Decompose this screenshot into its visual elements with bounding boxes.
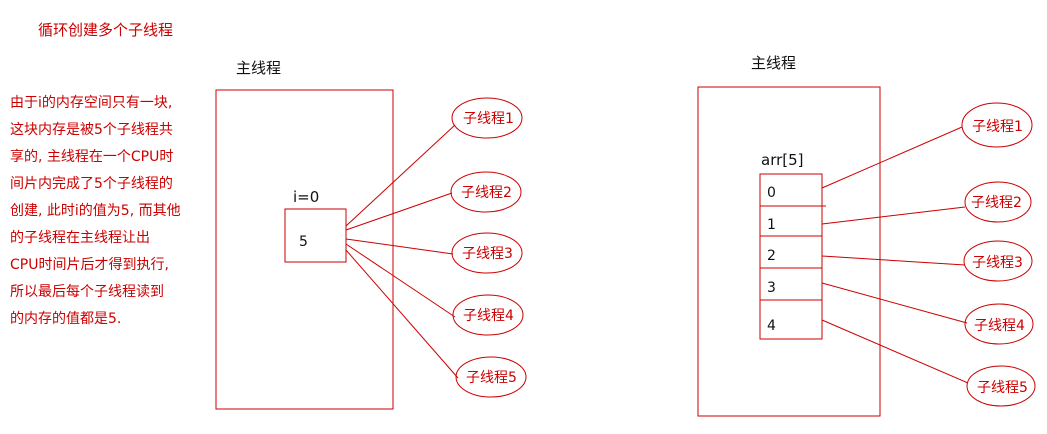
arrow-line xyxy=(345,249,459,379)
child-thread-label: 子线程2 xyxy=(461,185,512,201)
child-thread-label: 子线程5 xyxy=(977,380,1028,396)
child-thread-label: 子线程2 xyxy=(971,195,1022,211)
explanation-line: 这块内存是被5个子线程共 xyxy=(10,121,173,138)
arrow-line xyxy=(345,243,456,318)
array-cell-value: 4 xyxy=(767,318,776,334)
child-thread-label: 子线程1 xyxy=(463,111,514,127)
main-thread-box xyxy=(697,86,881,417)
array-cell-value: 2 xyxy=(767,248,776,264)
child-thread-ellipse xyxy=(963,240,1033,282)
explanation-line: 的内存的值都是5. xyxy=(10,311,121,327)
child-thread-label: 子线程3 xyxy=(462,246,513,262)
main-thread-box xyxy=(215,89,394,410)
main-thread-label: 主线程 xyxy=(236,59,281,77)
child-thread-ellipse xyxy=(450,171,522,213)
child-thread-label: 子线程3 xyxy=(972,255,1023,271)
explanation-text: 由于i的内存空间只有一块, 这块内存是被5个子线程共 享的, 主线程在一个CPU… xyxy=(10,95,181,327)
child-thread-ellipse xyxy=(966,365,1036,407)
explanation-line: CPU时间片后才得到执行, xyxy=(10,256,169,273)
child-thread-ellipse xyxy=(964,181,1032,223)
explanation-line: 的子线程在主线程让出 xyxy=(10,230,150,246)
arrow-line xyxy=(821,282,968,324)
child-thread-ellipse xyxy=(455,356,527,398)
explanation-line: 由于i的内存空间只有一块, xyxy=(10,95,172,111)
child-thread-label: 子线程4 xyxy=(463,308,514,324)
child-thread-ellipse xyxy=(961,102,1033,148)
child-thread-ellipse xyxy=(451,232,523,274)
left-diagram: 主线程 i=0 5 子线程1 子线程2 子线程3 子线程4 子线程5 xyxy=(215,59,527,410)
arrow-line xyxy=(821,206,966,225)
arrow-line xyxy=(821,255,966,266)
child-thread-label: 子线程5 xyxy=(466,370,517,386)
explanation-line: 所以最后每个子线程读到 xyxy=(10,283,164,300)
array-cell-value: 1 xyxy=(767,217,776,233)
array-cell-value: 0 xyxy=(767,185,776,201)
variable-box xyxy=(284,208,347,263)
variable-value: 5 xyxy=(299,234,308,250)
arrow-line xyxy=(345,124,456,227)
arrow-line xyxy=(821,126,963,189)
arrow-line xyxy=(345,192,453,231)
explanation-line: 享的, 主线程在一个CPU时 xyxy=(10,148,173,165)
arrow-line xyxy=(345,238,454,255)
right-diagram: 主线程 arr[5] 0 1 2 3 4 子线程1 子线程2 子线程3 子线程4… xyxy=(697,54,1036,417)
array-cell-value: 3 xyxy=(767,280,776,296)
child-thread-label: 子线程1 xyxy=(972,119,1023,135)
child-thread-ellipse xyxy=(964,303,1034,345)
variable-label: i=0 xyxy=(293,188,319,206)
array-label: arr[5] xyxy=(761,151,804,169)
child-thread-label: 子线程4 xyxy=(974,318,1025,334)
diagram-title: 循环创建多个子线程 xyxy=(38,21,173,39)
explanation-line: 间片内完成了5个子线程的 xyxy=(10,176,173,192)
explanation-line: 创建, 此时i的值为5, 而其他 xyxy=(10,203,181,219)
child-thread-ellipse xyxy=(451,97,523,139)
child-thread-ellipse xyxy=(452,294,524,336)
main-thread-label: 主线程 xyxy=(751,54,796,72)
arrow-line xyxy=(821,319,969,384)
